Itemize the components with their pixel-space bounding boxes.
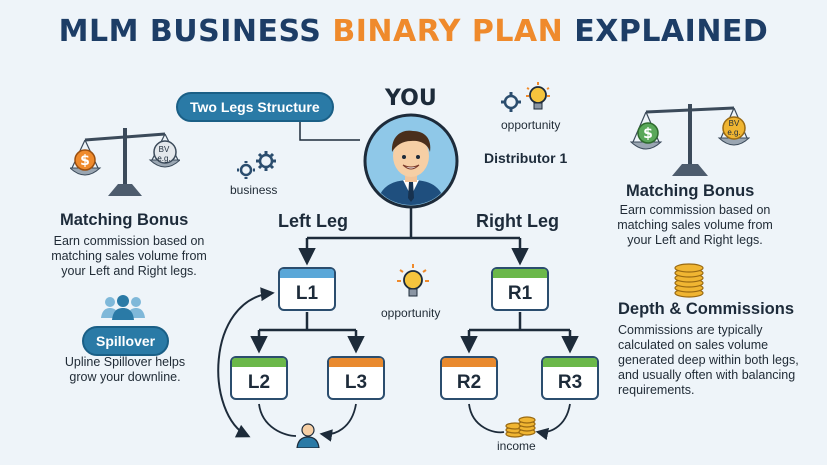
balance-scale-icon-right: $ bbox=[630, 104, 750, 176]
person-icon bbox=[296, 423, 320, 448]
node-l2-label: L2 bbox=[247, 372, 271, 393]
node-r3-label: R3 bbox=[557, 372, 583, 393]
right-leg-label: Right Leg bbox=[476, 211, 559, 231]
left-matching-title: Matching Bonus bbox=[60, 211, 189, 229]
business-label: business bbox=[230, 183, 278, 197]
title-accent: BINARY PLAN bbox=[332, 14, 564, 49]
depth-commissions-title: Depth & Commissions bbox=[618, 300, 795, 318]
title-part-2: EXPLAINED bbox=[563, 14, 769, 49]
node-l1: L1 bbox=[278, 267, 336, 311]
people-group-icon bbox=[101, 295, 145, 320]
node-l3: L3 bbox=[327, 356, 385, 400]
income-label: income bbox=[497, 439, 536, 453]
right-matching-text: Earn commission based on matching sales … bbox=[617, 203, 773, 247]
page-title: MLM BUSINESS BINARY PLAN EXPLAINED bbox=[0, 14, 827, 49]
you-label: YOU bbox=[385, 86, 437, 111]
lightbulb-icon bbox=[397, 264, 429, 297]
balance-scale-icon: $ bbox=[70, 128, 180, 196]
node-l1-label: L1 bbox=[295, 283, 319, 304]
two-legs-structure-badge: Two Legs Structure bbox=[176, 92, 334, 122]
node-l2: L2 bbox=[230, 356, 288, 400]
distributor-avatar bbox=[363, 113, 459, 209]
coin-stack-icon bbox=[674, 263, 704, 298]
node-r1-label: R1 bbox=[507, 283, 533, 304]
bv-badge-right: BV e.g. bbox=[727, 119, 741, 137]
bv-badge-left: BV e.g. bbox=[157, 145, 171, 163]
node-r2: R2 bbox=[440, 356, 498, 400]
node-r3: R3 bbox=[541, 356, 599, 400]
left-matching-text: Earn commission based on matching sales … bbox=[51, 234, 207, 278]
gear-bulb-icon bbox=[501, 82, 550, 112]
node-r1: R1 bbox=[491, 267, 549, 311]
distributor-label: Distributor 1 bbox=[484, 150, 568, 166]
left-leg-label: Left Leg bbox=[278, 211, 348, 231]
spillover-badge: Spillover bbox=[82, 326, 170, 356]
svg-text:$: $ bbox=[643, 126, 653, 142]
opportunity-mid-label: opportunity bbox=[381, 306, 441, 320]
depth-commissions-text: Commissions are typically calculated on … bbox=[618, 323, 799, 397]
opportunity-top-label: opportunity bbox=[501, 118, 561, 132]
right-matching-title: Matching Bonus bbox=[626, 182, 755, 200]
node-r2-label: R2 bbox=[456, 372, 482, 393]
svg-text:$: $ bbox=[80, 153, 90, 169]
title-part-1: MLM BUSINESS bbox=[58, 14, 333, 49]
coins-icon bbox=[505, 416, 536, 438]
gears-icon bbox=[237, 151, 276, 179]
node-l3-label: L3 bbox=[344, 372, 368, 393]
spillover-text: Upline Spillover helps grow your downlin… bbox=[64, 355, 186, 384]
